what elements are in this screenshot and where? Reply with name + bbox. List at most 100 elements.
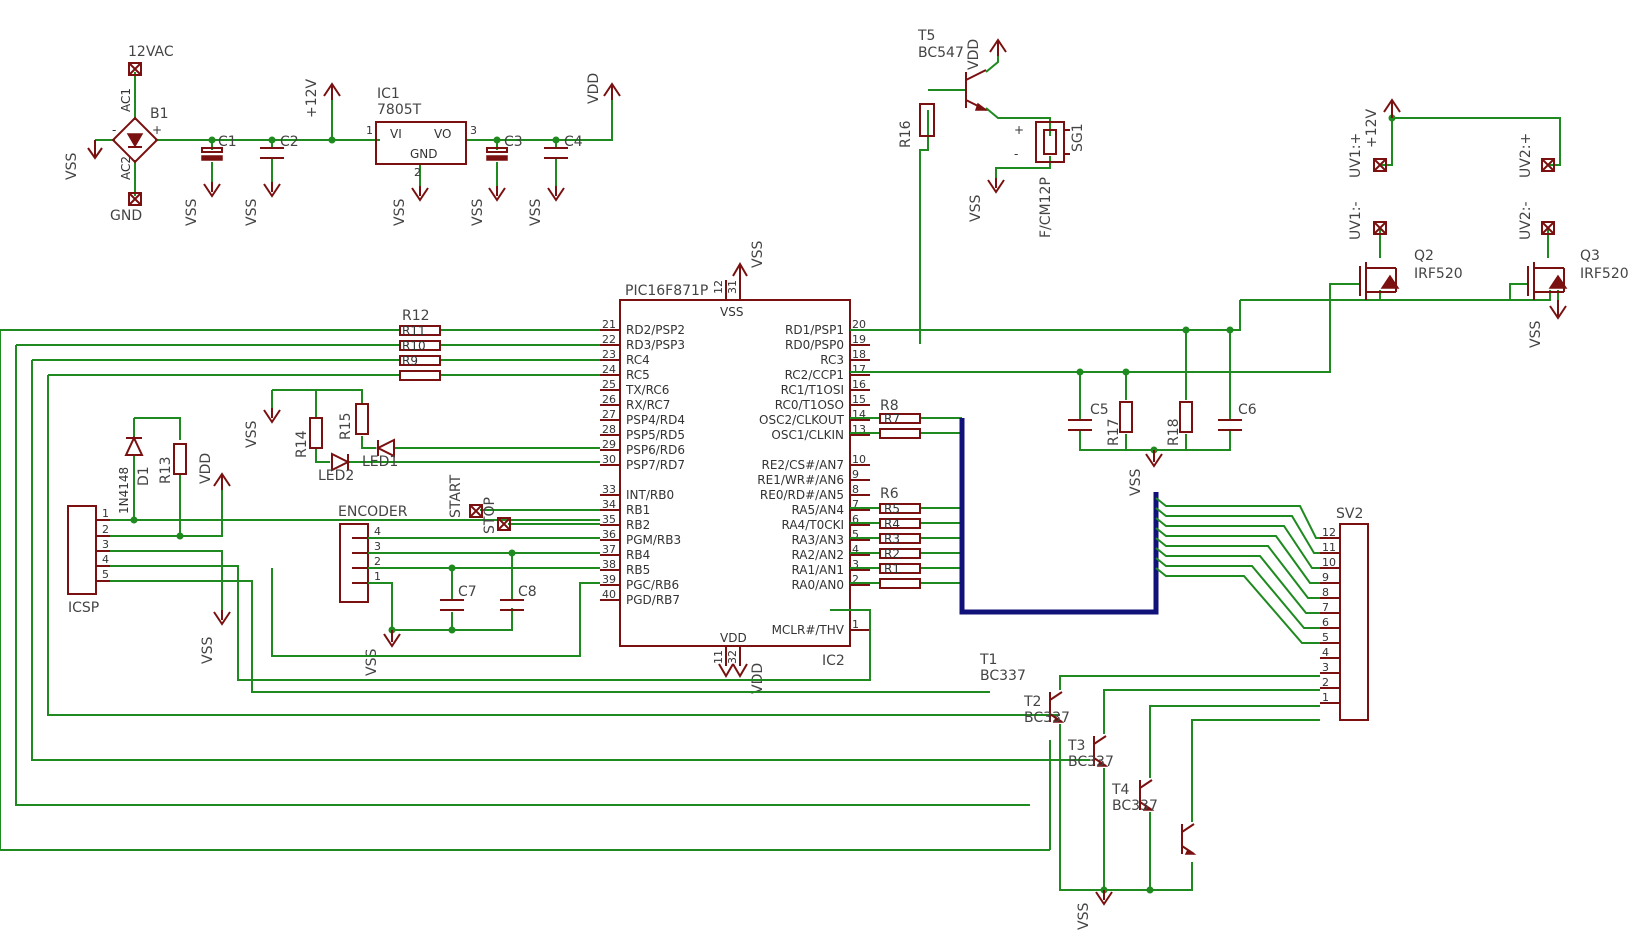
sg1-plus: + bbox=[1014, 123, 1024, 137]
rd-resistor-bank: R12 R11 R10 R9 bbox=[0, 308, 1090, 851]
c4-label: C4 bbox=[564, 134, 583, 150]
mcu-pin-name: PSP5/RD5 bbox=[626, 428, 685, 442]
uv-driver-section: +12V UV1:+ UV2:+ UV1:- UV2:- Q2 IRF520 Q… bbox=[870, 98, 1629, 373]
capacitor-c8 bbox=[500, 599, 524, 611]
t4-label: T4 bbox=[1111, 782, 1130, 798]
mcu-pin-name: RB2 bbox=[626, 518, 650, 532]
mcu-pin-number: 20 bbox=[852, 318, 866, 331]
bus-branch bbox=[1155, 567, 1320, 644]
capacitor-c5 bbox=[1068, 419, 1092, 431]
ra-resistor-bank: R8 R7 R6 R5 R4 R3 R2 R1 bbox=[850, 398, 1159, 615]
q3-label: Q3 bbox=[1580, 248, 1600, 264]
vss-arrow-icon bbox=[263, 182, 281, 198]
mcu-pin-number: 24 bbox=[602, 363, 616, 376]
stop-terminal bbox=[497, 517, 511, 531]
mcu-pin-number: 39 bbox=[602, 573, 616, 586]
ac1-label: AC1 bbox=[119, 88, 133, 112]
resistor-r12 bbox=[399, 325, 441, 336]
resistor-r18 bbox=[1179, 401, 1193, 433]
vss-label: VSS bbox=[244, 199, 260, 226]
uv-up-arrow-icon bbox=[1383, 98, 1401, 118]
t1-value: BC337 bbox=[980, 668, 1026, 684]
mcu-vdd-pin: VDD bbox=[720, 631, 747, 645]
r5-label: R5 bbox=[884, 502, 900, 516]
resistor-r16 bbox=[919, 103, 935, 137]
mcu-top-pin: 31 bbox=[726, 280, 739, 294]
vss-label: VSS bbox=[64, 153, 80, 180]
mcu-pin-name: TX/RC6 bbox=[625, 383, 669, 397]
t3-value: BC337 bbox=[1068, 754, 1114, 770]
mcu-pin-name: PSP6/RD6 bbox=[626, 443, 685, 457]
uv1-plus-terminal bbox=[1373, 158, 1387, 172]
transistor-t2 bbox=[1093, 735, 1109, 767]
q3-value: IRF520 bbox=[1580, 266, 1629, 282]
mcu-pin-name: RB5 bbox=[626, 563, 650, 577]
sv2-pin-number: 11 bbox=[1322, 541, 1336, 554]
mcu-pin-name: RX/RC7 bbox=[626, 398, 670, 412]
mcu-pin-name: RC2/CCP1 bbox=[785, 368, 844, 382]
plus12-label: +12V bbox=[304, 78, 320, 118]
mcu-pin-number: 26 bbox=[602, 393, 616, 406]
mcu-pin-number: 16 bbox=[852, 378, 866, 391]
vss-label: VSS bbox=[1128, 469, 1144, 496]
mcu-pin-name: RA1/AN1 bbox=[791, 563, 844, 577]
icsp-connector bbox=[67, 505, 97, 595]
mcu-pin-number: 1 bbox=[852, 618, 859, 631]
resistor-r1 bbox=[879, 578, 921, 589]
led1-label: LED1 bbox=[362, 454, 398, 470]
vss-arrow-icon bbox=[263, 408, 281, 424]
mcu-pin-number: 28 bbox=[602, 423, 616, 436]
mcu-pin-number: 27 bbox=[602, 408, 616, 421]
reg-pin1: 1 bbox=[366, 124, 373, 137]
mcu-pin-number: 19 bbox=[852, 333, 866, 346]
sv2-pin-number: 1 bbox=[1322, 691, 1329, 704]
mcu-pin-number: 23 bbox=[602, 348, 616, 361]
icsp-pin: 3 bbox=[102, 538, 109, 551]
mosfet-q3 bbox=[1527, 262, 1568, 300]
sv2-pin-number: 8 bbox=[1322, 586, 1329, 599]
capacitor-c2 bbox=[260, 147, 284, 159]
mcu-pin-number: 9 bbox=[852, 468, 859, 481]
t5-label: T5 bbox=[917, 28, 935, 44]
resistor-r10 bbox=[399, 355, 441, 366]
resistor-r8 bbox=[879, 413, 921, 424]
mcu-pin-number: 38 bbox=[602, 558, 616, 571]
vss-arrow-icon bbox=[987, 178, 1005, 194]
mcu-name: PIC16F871P bbox=[625, 283, 708, 299]
capacitor-c3 bbox=[486, 147, 508, 161]
mcu-ref: IC2 bbox=[822, 653, 845, 669]
resistor-r17 bbox=[1119, 401, 1133, 433]
resistor-r11 bbox=[399, 340, 441, 351]
vss-arrow-icon bbox=[1549, 300, 1567, 320]
bridge-plus: + bbox=[152, 123, 162, 137]
mcu-pin-number: 13 bbox=[852, 423, 866, 436]
mcu-pin-number: 7 bbox=[852, 498, 859, 511]
mcu-pin-number: 36 bbox=[602, 528, 616, 541]
mcu-pin-number: 15 bbox=[852, 393, 866, 406]
gnd-terminal bbox=[128, 192, 142, 206]
resistor-r3 bbox=[879, 548, 921, 559]
sg1-value: F/CM12P bbox=[1038, 177, 1054, 238]
vss-arrow-icon bbox=[1145, 450, 1163, 468]
resistor-r2 bbox=[879, 563, 921, 574]
encoder-pin: 3 bbox=[374, 540, 381, 553]
uv2-minus-terminal bbox=[1541, 221, 1555, 235]
sv2-pin-number: 5 bbox=[1322, 631, 1329, 644]
capacitor-c7 bbox=[440, 599, 464, 611]
vss-arrow-icon bbox=[213, 610, 231, 626]
resistor-r6 bbox=[879, 503, 921, 514]
mcu-pin-number: 2 bbox=[852, 573, 859, 586]
mcu-pin-name: RA2/AN2 bbox=[791, 548, 844, 562]
mcu-pin-number: 14 bbox=[852, 408, 866, 421]
mcu-pin-number: 30 bbox=[602, 453, 616, 466]
t2-label: T2 bbox=[1023, 694, 1041, 710]
reg-pin2: 2 bbox=[414, 166, 421, 179]
mcu-bottom-pin: 11 bbox=[712, 650, 725, 664]
bridge-minus: - bbox=[112, 123, 116, 137]
r12-label: R12 bbox=[402, 308, 430, 324]
sv2-pin-number: 7 bbox=[1322, 601, 1329, 614]
bus-branch bbox=[1155, 497, 1320, 539]
buzzer-section: T5 BC547 VDD R16 VSS + - SG1 F/CM12P bbox=[898, 28, 1086, 344]
led1 bbox=[375, 438, 395, 458]
